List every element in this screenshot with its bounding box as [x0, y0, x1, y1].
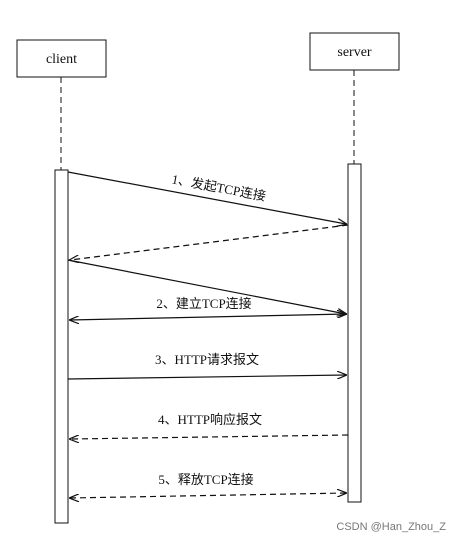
message-2-label: 2、建立TCP连接	[156, 296, 251, 311]
message-ack-arrow	[67, 259, 346, 314]
message-1-label: 1、发起TCP连接	[171, 171, 267, 203]
message-4-label: 4、HTTP响应报文	[158, 412, 262, 427]
client-label: client	[46, 52, 77, 67]
client-activation-bar	[54, 169, 69, 524]
message-4-arrow	[70, 434, 349, 439]
message-syn-arrow	[67, 171, 346, 224]
server-activation-bar	[347, 163, 362, 503]
message-syn-ack-arrow	[70, 224, 349, 260]
server-label: server	[337, 45, 372, 60]
server-box	[309, 32, 400, 71]
message-3-label: 3、HTTP请求报文	[155, 352, 259, 367]
message-3-arrow	[67, 375, 346, 380]
message-2-arrow	[70, 314, 346, 320]
message-5-label: 5、释放TCP连接	[158, 472, 253, 487]
client-box	[16, 39, 107, 78]
watermark: CSDN @Han_Zhou_Z	[336, 521, 446, 533]
message-5-arrow	[70, 493, 346, 498]
